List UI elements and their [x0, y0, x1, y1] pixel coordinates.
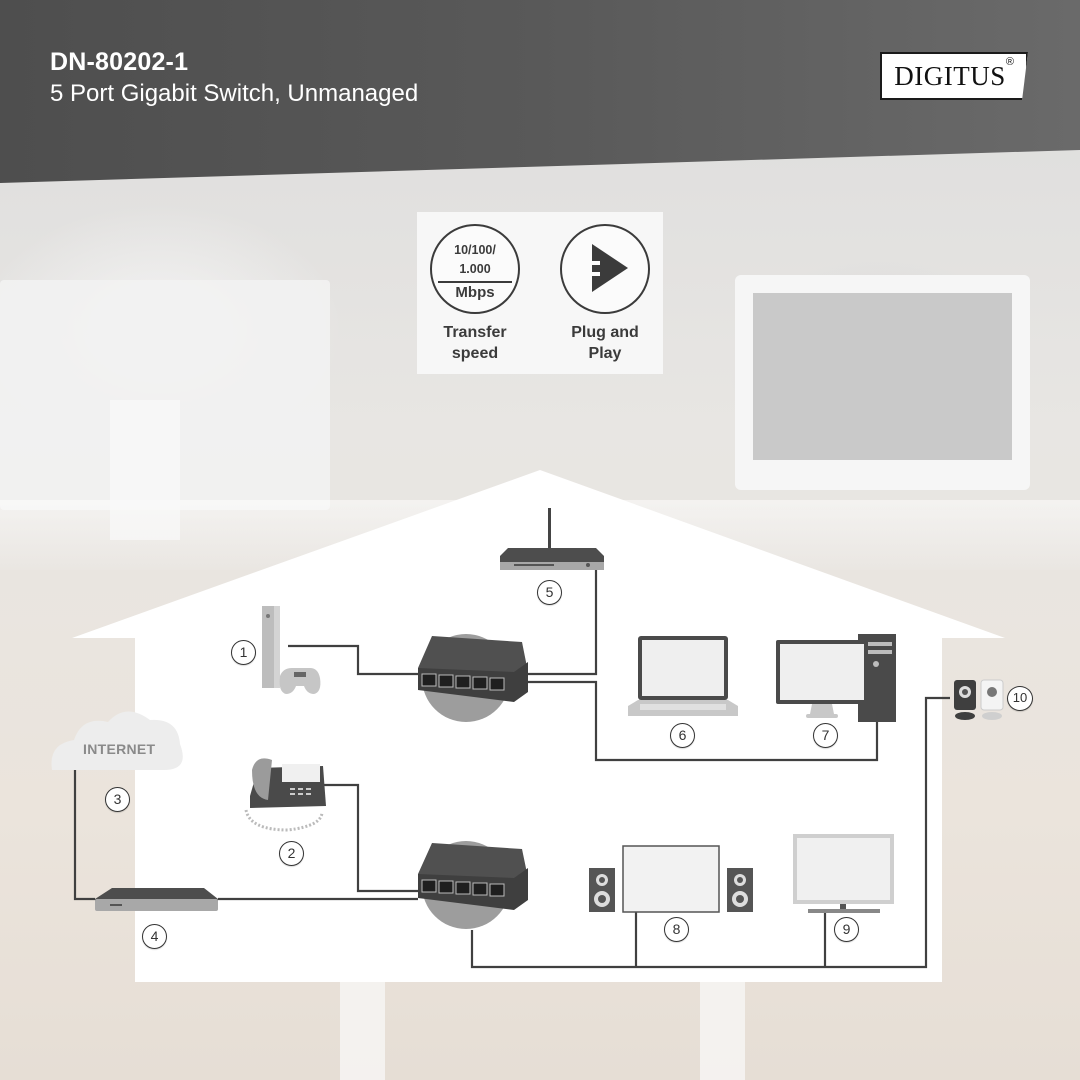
- feature-label: Plug and Play: [571, 324, 639, 362]
- device-number-7: 7: [813, 723, 838, 748]
- brand-logo: DIGITUS ®: [880, 52, 1028, 100]
- speed-unit: Mbps: [455, 284, 495, 301]
- device-number-4: 4: [142, 924, 167, 949]
- laptop-icon: [628, 636, 738, 716]
- network-switch-icon: [418, 634, 528, 722]
- device-number-2: 2: [279, 841, 304, 866]
- game-console-icon: [262, 606, 321, 694]
- speed-value-line1: 10/100/: [454, 243, 496, 257]
- tv-speakers-icon: [589, 845, 753, 913]
- network-switch-icon: [418, 841, 528, 929]
- router-icon: [500, 508, 604, 570]
- modem-icon: [95, 888, 218, 911]
- monitor-icon: [793, 834, 894, 913]
- brand-name: DIGITUS: [894, 60, 1006, 91]
- device-number-8: 8: [664, 917, 689, 942]
- registered-mark: ®: [1005, 56, 1014, 68]
- background-desk-leg: [700, 980, 745, 1080]
- plug-and-play-icon: [560, 224, 650, 314]
- background-monitor-right: [735, 275, 1030, 490]
- device-number-6: 6: [670, 723, 695, 748]
- feature-label: Transfer speed: [443, 324, 507, 362]
- device-number-10: 10: [1007, 686, 1033, 711]
- feature-plug-and-play: Plug and Play: [555, 224, 655, 364]
- internet-label: INTERNET: [83, 741, 156, 757]
- device-number-5: 5: [537, 580, 562, 605]
- device-number-9: 9: [834, 917, 859, 942]
- desktop-icon: [776, 634, 896, 722]
- product-name: 5 Port Gigabit Switch, Unmanaged: [50, 80, 419, 107]
- speed-value-line2: 1.000: [459, 262, 491, 276]
- device-number-3: 3: [105, 787, 130, 812]
- speed-gauge-icon: 10/100/ 1.000 Mbps: [430, 224, 520, 314]
- device-number-1: 1: [231, 640, 256, 665]
- divider: [438, 281, 512, 283]
- ip-camera-icon: [954, 679, 1004, 720]
- feature-transfer-speed: 10/100/ 1.000 Mbps Transfer speed: [425, 224, 525, 364]
- phone-icon: [244, 758, 326, 832]
- cables: [73, 570, 950, 969]
- features-panel: 10/100/ 1.000 Mbps Transfer speed Plug a…: [417, 212, 663, 374]
- product-code: DN-80202-1: [50, 48, 189, 76]
- background-desk-leg: [340, 980, 385, 1080]
- cloud-icon: [51, 711, 183, 770]
